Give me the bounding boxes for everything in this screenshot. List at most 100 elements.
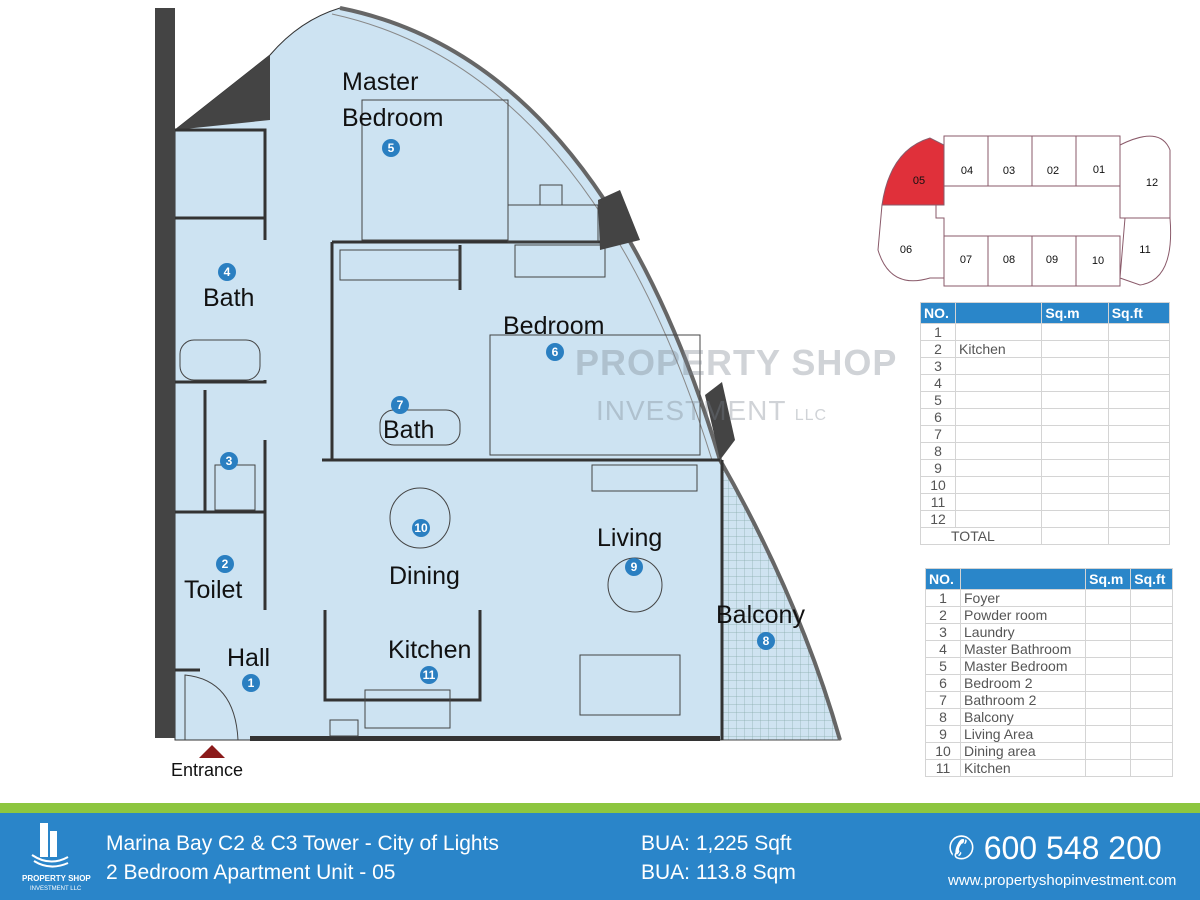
table-row: 11 <box>920 493 1171 511</box>
cell-sqm <box>1041 442 1109 460</box>
cell-sqm <box>1041 510 1109 528</box>
cell-num: 7 <box>925 691 961 709</box>
cell-sqm <box>1085 606 1132 624</box>
cell-sqft <box>1130 640 1173 658</box>
room-badge-6: 6 <box>546 343 564 361</box>
cell-name: Kitchen <box>954 340 1043 358</box>
cell-sqft <box>1130 606 1173 624</box>
room-badge-7: 7 <box>391 396 409 414</box>
cell-sqft <box>1130 725 1173 743</box>
logo-line2: INVESTMENT LLC <box>30 886 82 892</box>
cell-sqft <box>1107 323 1171 341</box>
cell-name: Living Area <box>959 725 1087 743</box>
col-no: NO. <box>920 302 956 324</box>
room-badge-10: 10 <box>412 519 430 537</box>
cell-sqm <box>1085 674 1132 692</box>
cell-sqft <box>1130 589 1173 607</box>
col-sqft: Sq.ft <box>1107 302 1171 324</box>
table-row: 1 <box>920 323 1171 341</box>
floor-plan <box>155 6 842 741</box>
cell-num: 5 <box>925 657 961 675</box>
cell-num: 7 <box>920 425 956 443</box>
cell-name: Bedroom 2 <box>959 674 1087 692</box>
cell-sqm <box>1085 691 1132 709</box>
total-row: TOTAL <box>919 527 1171 545</box>
watermark: PROPERTY SHOP <box>575 342 898 383</box>
cell-name <box>954 493 1043 511</box>
unit-label-04: 04 <box>961 165 973 177</box>
cell-name <box>954 408 1043 426</box>
unit-05 <box>881 137 945 206</box>
cell-name <box>954 476 1043 494</box>
entrance-label: Entrance <box>171 760 244 780</box>
phone-number[interactable]: ✆ 600 548 200 <box>948 830 1162 866</box>
table-row: 9 <box>920 459 1171 477</box>
cell-sqft <box>1107 357 1171 375</box>
col-sqft: Sq.ft <box>1130 568 1173 590</box>
cell-name <box>954 374 1043 392</box>
unit-label-07: 07 <box>960 254 972 266</box>
unit-06 <box>877 204 945 282</box>
room-label-bedroom: Bedroom <box>503 312 605 340</box>
cell-sqm <box>1085 589 1132 607</box>
unit-12 <box>1119 135 1171 219</box>
cell-num: 4 <box>925 640 961 658</box>
cell-name: Kitchen <box>959 759 1087 777</box>
cell-sqm <box>1041 459 1109 477</box>
col-name <box>954 302 1043 324</box>
table-row: 7 <box>920 425 1171 443</box>
cell-num: 6 <box>920 408 956 426</box>
total-label: TOTAL <box>919 527 1043 545</box>
cell-sqm <box>1085 640 1132 658</box>
room-badge-11: 11 <box>420 666 438 684</box>
watermark-suffix: LLC <box>794 407 828 424</box>
cell-sqft <box>1130 742 1173 760</box>
cell-sqft <box>1107 510 1171 528</box>
col-name <box>959 568 1087 590</box>
cell-sqft <box>1107 340 1171 358</box>
cell-sqft <box>1130 623 1173 641</box>
cell-sqm <box>1085 708 1132 726</box>
cell-num: 11 <box>925 759 961 777</box>
logo-line1: PROPERTY SHOP <box>22 874 91 883</box>
room-badge-9: 9 <box>625 558 643 576</box>
cell-name: Laundry <box>959 623 1087 641</box>
cell-sqft <box>1107 459 1171 477</box>
cell-sqm <box>1041 527 1109 545</box>
table-row: 4 <box>920 374 1171 392</box>
room-label-toilet: Toilet <box>184 576 243 604</box>
cell-num: 2 <box>920 340 956 358</box>
room-label-hall: Hall <box>227 644 271 672</box>
cell-name: Master Bedroom <box>959 657 1087 675</box>
cell-sqm <box>1041 391 1109 409</box>
footer-accent-bar <box>0 803 1200 813</box>
cell-name <box>954 510 1043 528</box>
room-badge-4: 4 <box>218 263 236 281</box>
cell-num: 10 <box>920 476 956 494</box>
room-label-master-bedroom-2: Bedroom <box>342 104 444 132</box>
cell-name: Bathroom 2 <box>959 691 1087 709</box>
unit-label-02: 02 <box>1047 165 1059 177</box>
table-row: 3 <box>920 357 1171 375</box>
bua-sqft: BUA: 1,225 Sqft <box>641 832 792 855</box>
cell-sqft <box>1107 493 1171 511</box>
cell-name: Master Bathroom <box>959 640 1087 658</box>
cell-num: 9 <box>920 459 956 477</box>
unit-label-05: 05 <box>913 175 925 187</box>
col-sqm: Sq.m <box>1085 568 1132 590</box>
unit-11 <box>1119 217 1172 286</box>
unit-label-12: 12 <box>1146 177 1158 189</box>
website-link[interactable]: www.propertyshopinvestment.com <box>948 872 1177 889</box>
watermark-line2: INVESTMENT <box>596 395 786 426</box>
phone-icon: ✆ <box>948 830 975 866</box>
bua-sqm: BUA: 113.8 Sqm <box>641 861 796 884</box>
room-label-kitchen: Kitchen <box>388 636 472 664</box>
